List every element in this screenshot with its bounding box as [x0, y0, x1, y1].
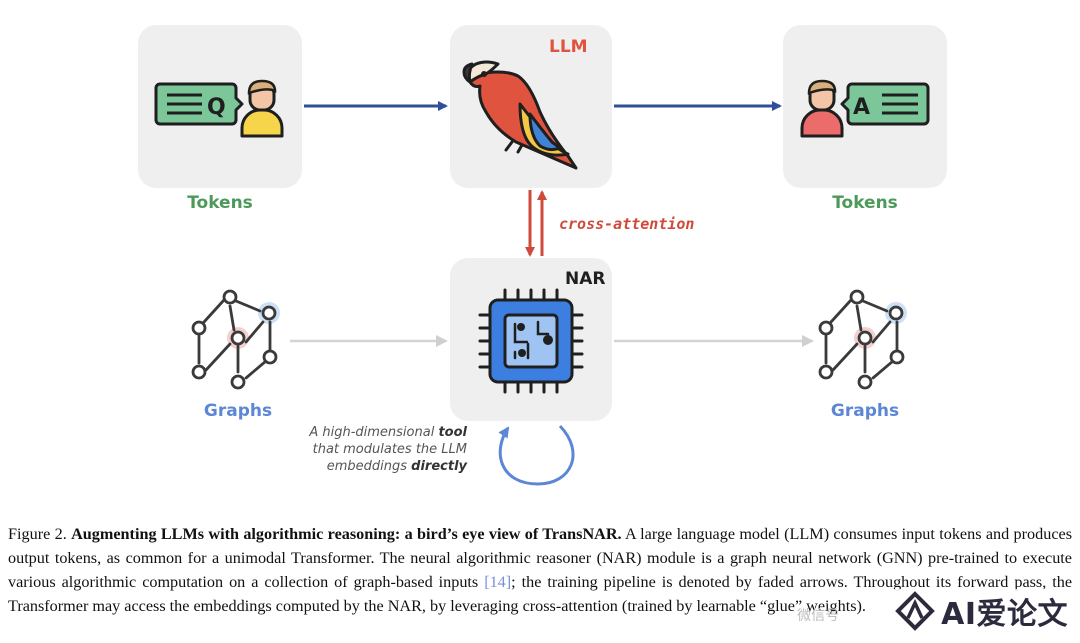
tool-note-line1: A high-dimensional tool	[308, 425, 467, 440]
figure-label: Figure 2.	[8, 525, 67, 543]
tool-note-line2: that modulates the LLM	[313, 442, 467, 457]
svg-text:Q: Q	[207, 95, 226, 120]
caption-text-part2: ; the training pipeline is denoted by fa…	[8, 573, 1073, 615]
user-icon	[240, 79, 284, 138]
caption-title: Augmenting LLMs with algorithmic reasoni…	[71, 525, 622, 543]
svg-text:A: A	[853, 95, 870, 120]
speech-bubble-a-icon: A	[840, 82, 930, 126]
watermark-logo-icon	[895, 591, 935, 631]
nar-label: NAR	[565, 269, 605, 289]
answer-user-icon	[800, 79, 844, 138]
watermark-chat-text: 微信号	[797, 608, 840, 624]
tool-note-line3: embeddings directly	[327, 459, 468, 474]
caption-text-part1: A large language model (LLM) consumes in…	[8, 525, 1072, 591]
transnar-diagram: cross-attention Q LLM A Tokens	[138, 25, 947, 486]
graphs-out-label: Graphs	[831, 401, 899, 421]
watermark-brand-text: AI爱论文	[941, 597, 1068, 632]
loop-arrow-icon	[498, 424, 575, 486]
speech-bubble-q-icon: Q	[154, 82, 244, 126]
chip-icon	[478, 288, 584, 394]
figure-caption: Figure 2. Augmenting LLMs with algorithm…	[8, 522, 1072, 618]
graph-output-icon	[818, 289, 907, 390]
graphs-in-label: Graphs	[204, 401, 272, 421]
watermark: 微信号 AI爱论文	[797, 589, 1074, 633]
citation-link[interactable]: [14]	[484, 573, 512, 591]
cross-attention-label: cross-attention	[559, 215, 694, 233]
graph-icon	[191, 289, 280, 390]
parrot-icon	[462, 60, 578, 170]
llm-label: LLM	[549, 37, 588, 57]
tokens-in-label: Tokens	[187, 193, 253, 213]
tokens-out-label: Tokens	[832, 193, 898, 213]
